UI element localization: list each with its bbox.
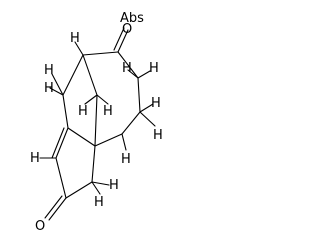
atom-label: H <box>122 61 132 76</box>
atom-label: O <box>122 22 132 37</box>
bond <box>96 94 109 105</box>
bond <box>82 51 119 56</box>
bond <box>48 197 67 221</box>
bond <box>139 111 156 127</box>
bond <box>65 181 93 199</box>
bond <box>51 73 64 96</box>
bond <box>62 94 69 129</box>
bond-lines <box>39 27 156 221</box>
atom-labels: H H H H H H H Abs O H H H H H H O <box>30 11 163 234</box>
skeletal-formula: H H H H H H H Abs O H H H H H H O <box>30 11 163 234</box>
molecule-structure-diagram: H H H H H H H Abs O H H H H H H O <box>30 11 163 234</box>
bond <box>84 94 98 105</box>
bond <box>137 70 151 79</box>
bond <box>55 157 67 199</box>
bond <box>91 145 96 183</box>
atom-label: H <box>153 128 163 143</box>
bond <box>127 69 139 79</box>
bond <box>121 111 141 135</box>
bond <box>67 127 96 147</box>
atom-label: H <box>78 104 88 119</box>
bond <box>94 133 123 147</box>
bond <box>91 181 101 195</box>
bond <box>117 51 139 79</box>
atom-label: H <box>103 104 113 119</box>
bond <box>44 195 63 219</box>
bond <box>55 127 69 159</box>
atom-label: Abs <box>120 11 144 26</box>
atom-label: H <box>94 195 104 210</box>
bond <box>62 54 84 96</box>
atom-label: H <box>149 61 159 76</box>
bond <box>121 133 127 151</box>
atom-label: H <box>30 151 40 166</box>
atom-label: H <box>44 63 54 78</box>
bond <box>139 103 154 113</box>
bond <box>117 29 129 53</box>
atom-label: H <box>70 31 80 46</box>
atom-label: H <box>121 152 131 167</box>
atom-label: H <box>44 81 54 96</box>
bond <box>113 27 125 51</box>
bond <box>74 41 84 56</box>
bond <box>137 77 141 113</box>
bond <box>49 87 64 96</box>
atom-label: H <box>109 178 119 193</box>
bond <box>51 127 65 159</box>
bond <box>94 94 98 147</box>
atom-label: O <box>35 219 45 234</box>
bond <box>82 54 98 96</box>
bond <box>91 181 110 186</box>
atom-label: H <box>151 96 161 111</box>
